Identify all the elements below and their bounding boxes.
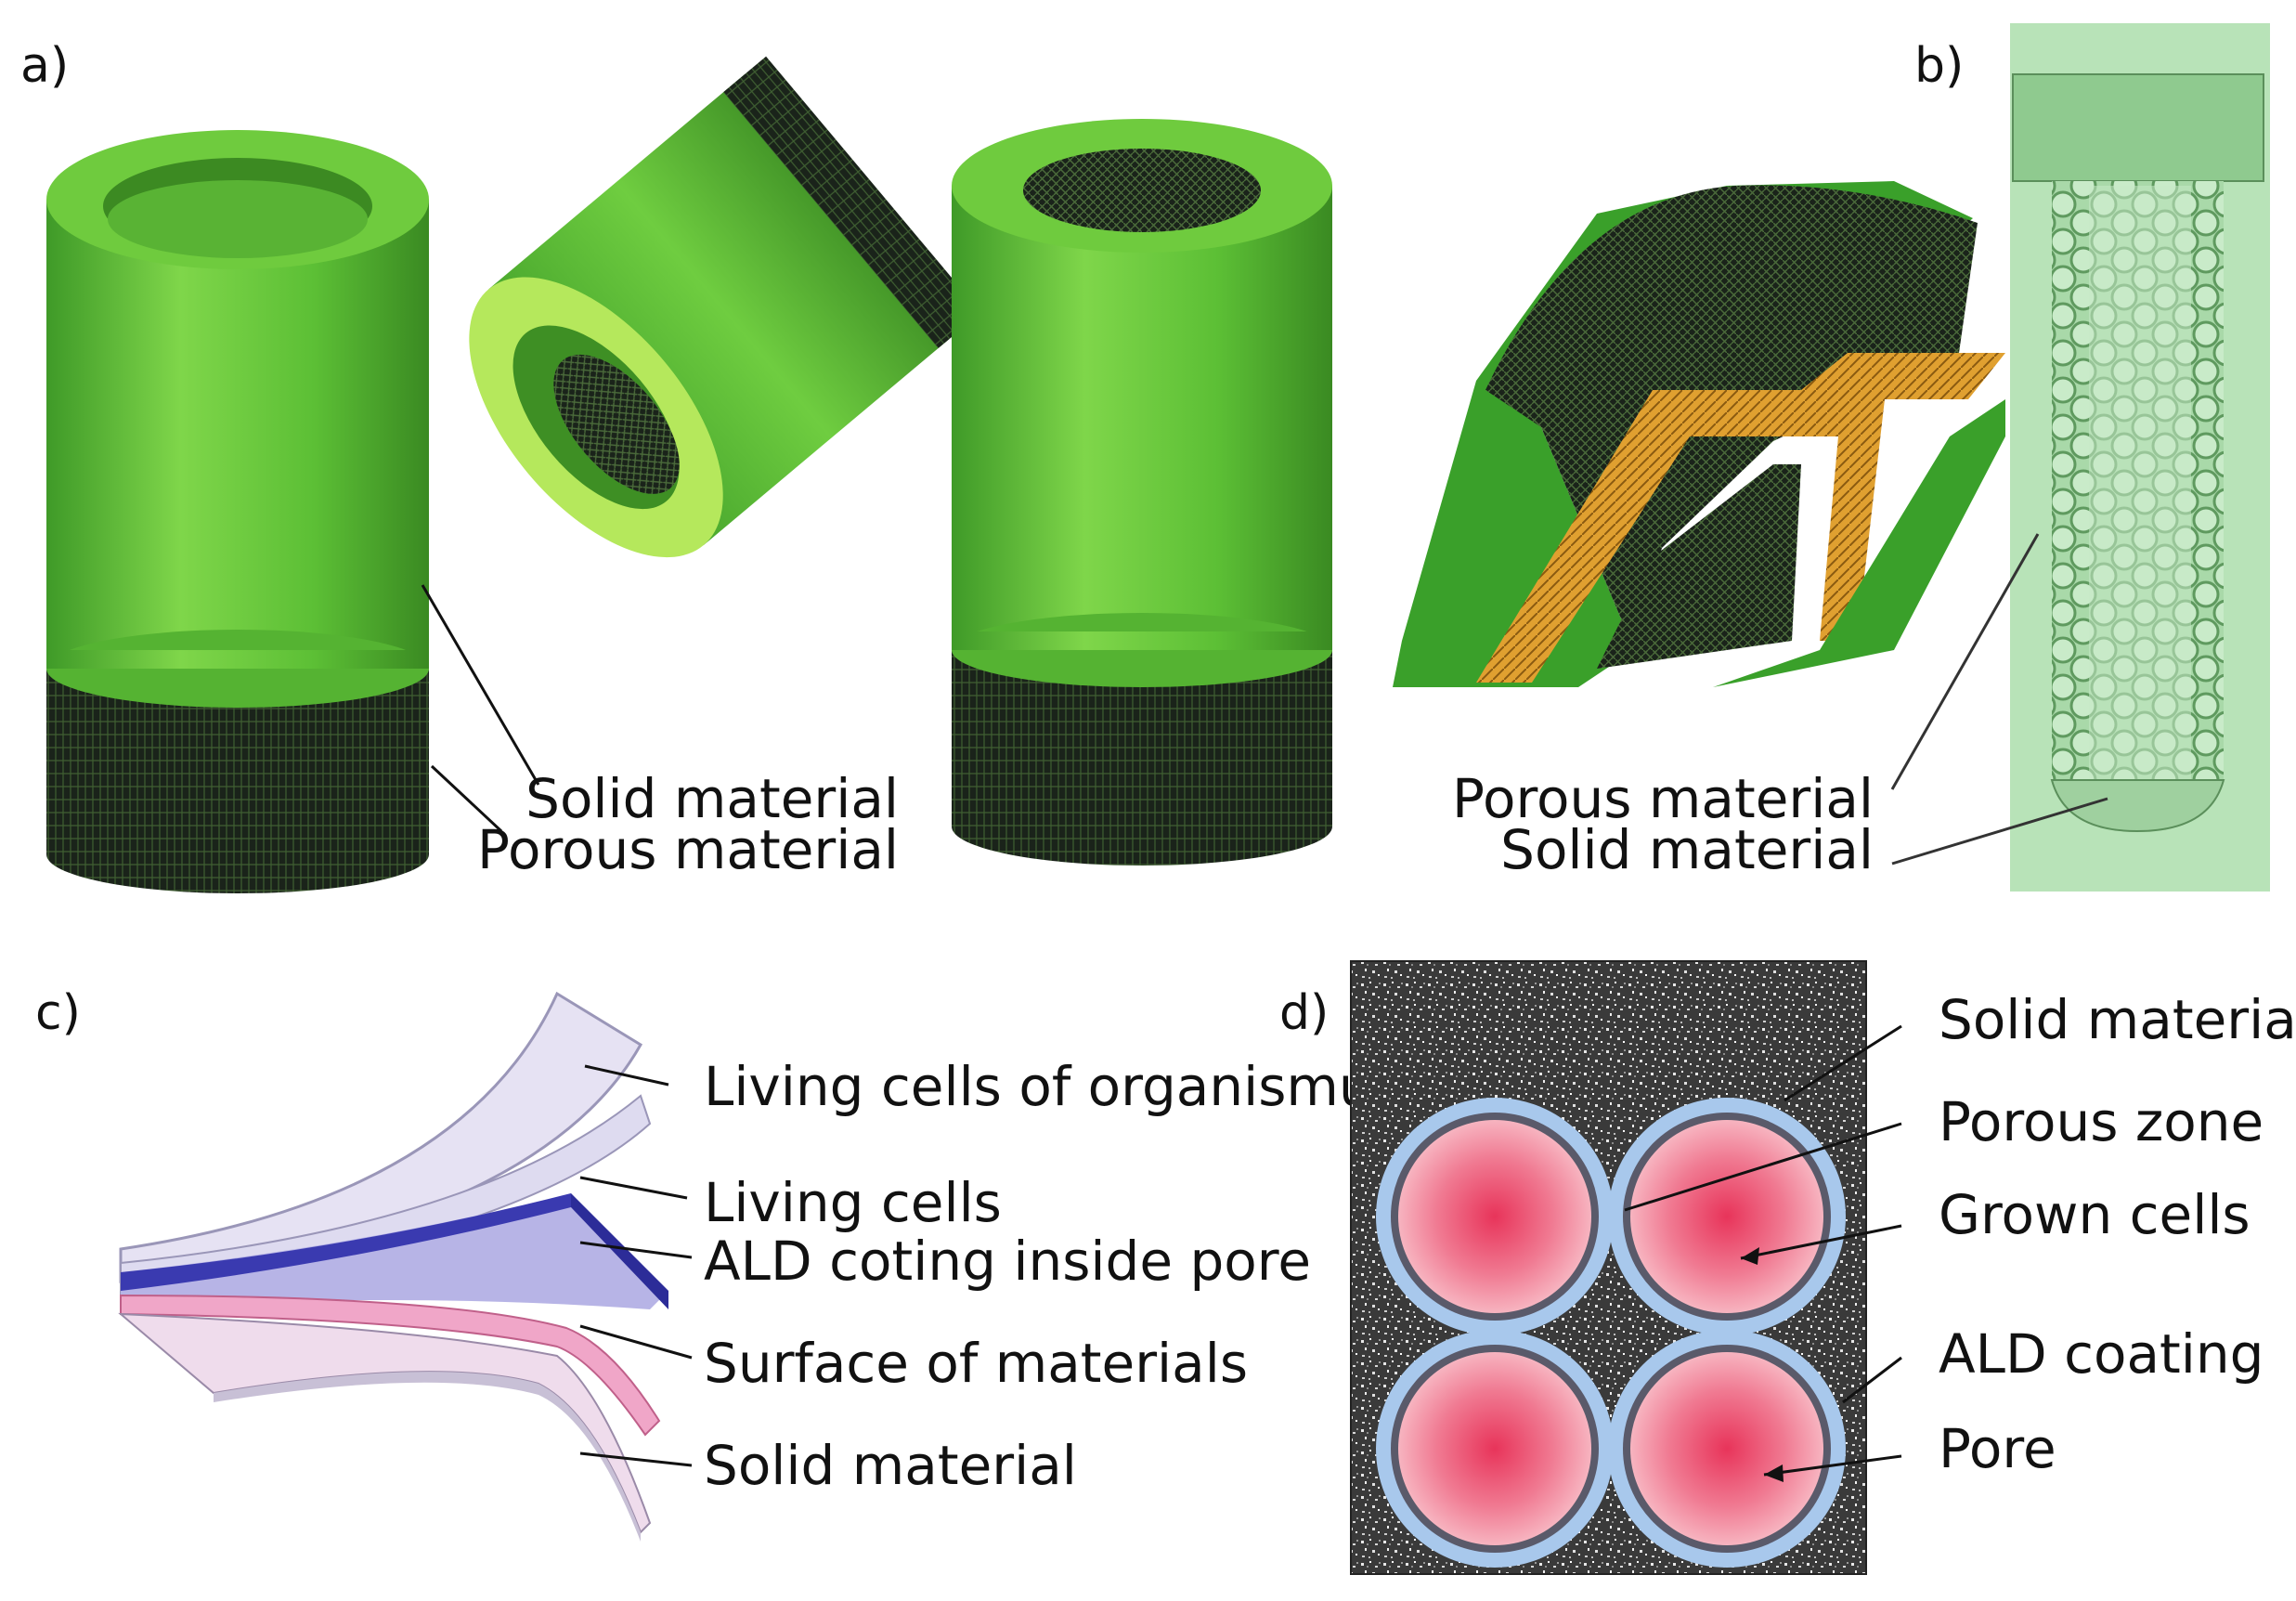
panel-a: a) [20, 38, 2005, 893]
panel-d: d) Solid material Porous [1279, 960, 2296, 1575]
panel-d-pore-label: Pore [1939, 1417, 2056, 1480]
pore-1 [1376, 1098, 1614, 1335]
cylinder-2 [469, 56, 981, 558]
panel-b: b) Porous material Solid material [1452, 23, 2270, 892]
panel-a-letter: a) [20, 38, 69, 94]
cylinder-3 [952, 119, 1332, 866]
panel-c-organism-cells-label: Living cells of organismus [704, 1055, 1401, 1118]
panel-d-letter: d) [1279, 985, 1329, 1041]
panel-c-ald-coating-label: ALD coting inside pore [704, 1230, 1311, 1293]
panel-b-porous-label: Porous material [1452, 767, 1874, 830]
panel-c-surface-label: Surface of materials [704, 1332, 1248, 1395]
pore-2 [1608, 1098, 1846, 1335]
panel-c-solid-label: Solid material [704, 1434, 1077, 1497]
section-cut [1393, 181, 2005, 687]
panel-c-letter: c) [35, 985, 81, 1041]
panel-d-solid-label: Solid material [1939, 988, 2296, 1051]
panel-a-porous-label: Porous material [477, 818, 899, 881]
layered-membrane [118, 991, 668, 1542]
panel-b-letter: b) [1914, 38, 1964, 94]
panel-a-solid-label: Solid material [525, 767, 899, 830]
panel-d-porous-zone-label: Porous zone [1939, 1090, 2264, 1153]
panel-d-grown-cells-label: Grown cells [1939, 1183, 2251, 1246]
pore-4 [1608, 1330, 1846, 1568]
pore-3 [1376, 1330, 1614, 1568]
panel-c: c) Living cells of organismus Living cel… [35, 985, 1401, 1542]
cylinder-1 [46, 130, 429, 893]
panel-d-ald-coating-label: ALD coating [1939, 1322, 2264, 1386]
panel-c-living-cells-label: Living cells [704, 1171, 1002, 1234]
panel-b-solid-label: Solid material [1500, 818, 1874, 881]
